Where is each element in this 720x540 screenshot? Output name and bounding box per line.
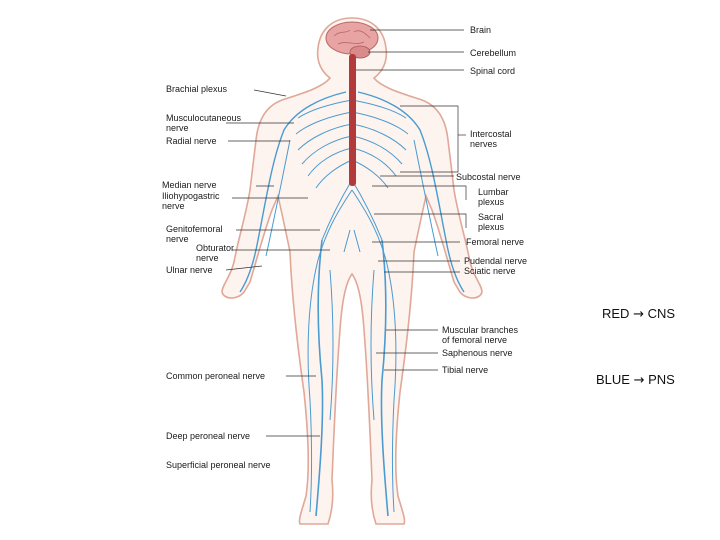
label-musculocutaneous-2: nerve xyxy=(166,123,189,133)
label-iliohypogastric-1: Iliohypogastric xyxy=(162,191,220,201)
label-radial: Radial nerve xyxy=(166,136,217,146)
label-muscular-2: of femoral nerve xyxy=(442,335,507,345)
label-intercostal-1: Intercostal xyxy=(470,129,512,139)
label-superficial-peroneal: Superficial peroneal nerve xyxy=(166,460,271,470)
label-intercostal-2: nerves xyxy=(470,139,498,149)
arrow-right-icon: → xyxy=(633,307,644,322)
label-genitofemoral-2: nerve xyxy=(166,234,189,244)
label-brain: Brain xyxy=(470,25,491,35)
legend-pns: BLUE → PNS xyxy=(596,372,675,388)
label-common-peroneal: Common peroneal nerve xyxy=(166,371,265,381)
legend-pns-color-word: BLUE xyxy=(596,372,630,387)
label-obturator-1: Obturator xyxy=(196,243,234,253)
label-saphenous: Saphenous nerve xyxy=(442,348,513,358)
label-obturator-2: nerve xyxy=(196,253,219,263)
label-sciatic: Sciatic nerve xyxy=(464,266,516,276)
label-musculocutaneous-1: Musculocutaneous xyxy=(166,113,242,123)
central-nervous-system xyxy=(325,21,379,186)
label-muscular-1: Muscular branches xyxy=(442,325,519,335)
legend-cns-term: CNS xyxy=(647,306,676,321)
legend-pns-term: PNS xyxy=(648,372,675,387)
label-cerebellum: Cerebellum xyxy=(470,48,516,58)
label-subcostal: Subcostal nerve xyxy=(456,172,521,182)
legend-cns: RED → CNS xyxy=(602,306,675,322)
label-lumbar-2: plexus xyxy=(478,197,505,207)
label-genitofemoral-1: Genitofemoral xyxy=(166,224,223,234)
peripheral-nerves xyxy=(239,91,465,517)
label-femoral: Femoral nerve xyxy=(466,237,524,247)
label-iliohypogastric-2: nerve xyxy=(162,201,185,211)
label-tibial: Tibial nerve xyxy=(442,365,488,375)
label-lumbar-1: Lumbar xyxy=(478,187,509,197)
label-sacral-1: Sacral xyxy=(478,212,504,222)
spinal-cord-shape xyxy=(349,54,356,186)
label-pudendal: Pudendal nerve xyxy=(464,256,527,266)
diagram-labels: Brain Cerebellum Spinal cord Brachial pl… xyxy=(162,25,527,470)
leader-lines xyxy=(225,29,467,437)
label-deep-peroneal: Deep peroneal nerve xyxy=(166,431,250,441)
arrow-right-icon: → xyxy=(633,373,645,388)
legend-cns-color-word: RED xyxy=(602,306,630,321)
label-median: Median nerve xyxy=(162,180,217,190)
label-ulnar: Ulnar nerve xyxy=(166,265,213,275)
label-spinal-cord: Spinal cord xyxy=(470,66,515,76)
label-brachial-plexus: Brachial plexus xyxy=(166,84,228,94)
label-sacral-2: plexus xyxy=(478,222,505,232)
body-silhouette xyxy=(221,17,483,525)
